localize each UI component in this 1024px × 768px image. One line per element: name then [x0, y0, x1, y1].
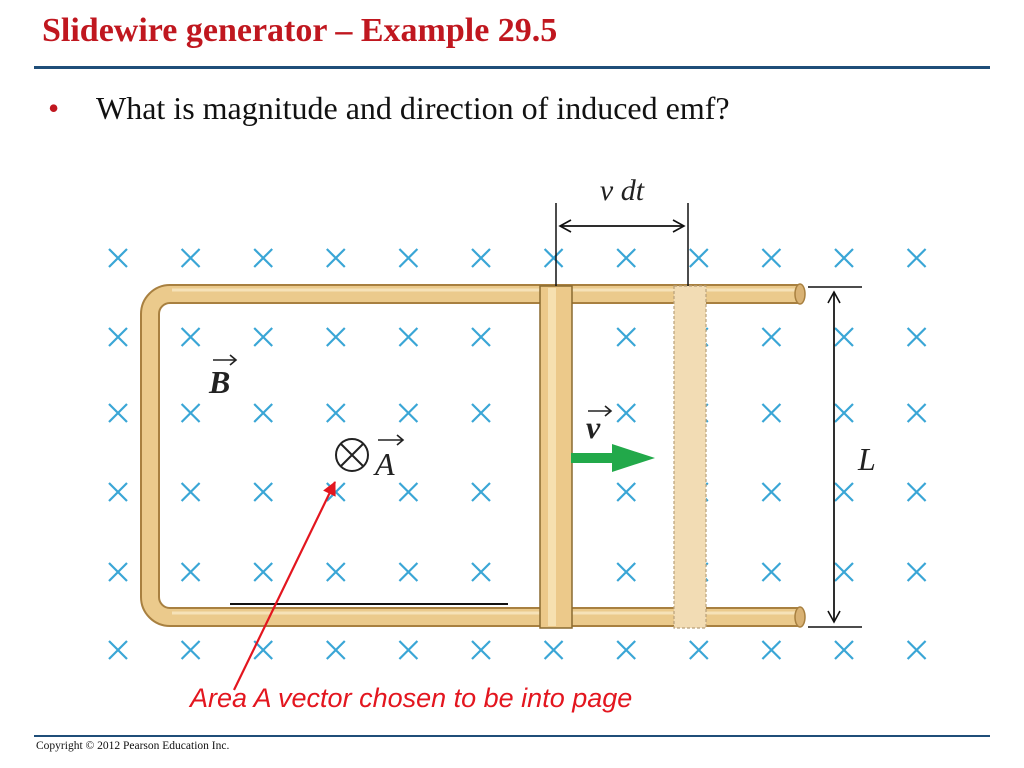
- field-cross-icon: [543, 248, 564, 268]
- velocity-arrow-icon: [612, 444, 655, 472]
- field-cross-icon: [543, 640, 564, 660]
- field-cross-icon: [616, 403, 636, 423]
- field-cross-icon: [253, 248, 273, 268]
- field-cross-icon: [689, 640, 709, 660]
- velocity-label: v: [586, 409, 601, 445]
- field-cross-icon: [108, 403, 128, 423]
- field-cross-icon: [471, 562, 491, 582]
- field-cross-icon: [906, 640, 927, 660]
- field-cross-icon: [906, 482, 927, 502]
- length-dimension: L: [808, 286, 876, 628]
- field-cross-icon: [471, 482, 491, 502]
- field-cross-icon: [906, 248, 927, 268]
- field-cross-icon: [398, 248, 419, 268]
- field-cross-icon: [398, 403, 419, 423]
- displacement-dimension: v dt: [555, 174, 689, 286]
- bullet-text: What is magnitude and direction of induc…: [96, 90, 730, 126]
- field-cross-icon: [253, 562, 273, 582]
- field-cross-icon: [906, 562, 927, 582]
- field-cross-icon: [761, 562, 782, 582]
- field-cross-icon: [108, 562, 128, 582]
- field-cross-icon: [761, 640, 782, 660]
- field-cross-icon: [761, 327, 782, 347]
- field-cross-icon: [689, 248, 709, 268]
- field-cross-icon: [108, 327, 128, 347]
- field-cross-icon: [180, 248, 201, 268]
- field-cross-icon: [108, 640, 128, 660]
- field-cross-icon: [180, 327, 201, 347]
- area-annotation-caption: Area A vector chosen to be into page: [190, 683, 633, 713]
- field-vector-label: B: [208, 354, 238, 400]
- field-cross-icon: [180, 482, 201, 502]
- field-cross-icon: [398, 482, 419, 502]
- field-cross-icon: [471, 327, 491, 347]
- area-label: A: [373, 446, 395, 482]
- field-cross-icon: [326, 248, 346, 268]
- field-cross-icon: [471, 248, 491, 268]
- field-cross-icon: [616, 327, 636, 347]
- sliding-rod: [539, 285, 573, 629]
- field-cross-icon: [616, 482, 636, 502]
- field-cross-icon: [471, 640, 491, 660]
- field-cross-icon: [326, 327, 346, 347]
- area-vector-symbol: A: [335, 434, 405, 482]
- title-divider: [34, 66, 990, 69]
- field-cross-icon: [398, 562, 419, 582]
- field-cross-icon: [834, 640, 854, 660]
- displacement-label: v dt: [600, 174, 645, 207]
- velocity-vector: v: [571, 405, 655, 472]
- field-cross-icon: [180, 640, 201, 660]
- field-cross-icon: [180, 403, 201, 423]
- field-cross-icon: [761, 482, 782, 502]
- field-cross-icon: [398, 327, 419, 347]
- field-label: B: [208, 364, 230, 400]
- field-cross-icon: [180, 562, 201, 582]
- field-cross-icon: [471, 403, 491, 423]
- field-cross-icon: [616, 562, 636, 582]
- field-cross-icon: [253, 403, 273, 423]
- field-cross-icon: [108, 248, 128, 268]
- field-cross-icon: [253, 482, 273, 502]
- field-cross-icon: [616, 248, 636, 268]
- field-cross-icon: [108, 482, 128, 502]
- bullet-icon: •: [48, 90, 60, 126]
- field-cross-icon: [834, 482, 854, 502]
- field-cross-icon: [906, 403, 927, 423]
- field-cross-icon: [761, 248, 782, 268]
- field-cross-icon: [906, 327, 927, 347]
- annotation-arrow: [233, 481, 336, 691]
- field-cross-icon: [398, 640, 419, 660]
- field-cross-icon: [834, 327, 854, 347]
- field-cross-icon: [834, 403, 854, 423]
- field-cross-icon: [326, 403, 346, 423]
- field-cross-icon: [834, 562, 854, 582]
- bullet-item: • What is magnitude and direction of indu…: [48, 90, 730, 127]
- slide-title: Slidewire generator – Example 29.5: [42, 12, 558, 49]
- field-cross-icon: [326, 562, 346, 582]
- sliding-rod-displaced: [673, 285, 707, 629]
- field-cross-icon: [761, 403, 782, 423]
- field-cross-icon: [326, 640, 346, 660]
- field-cross-icon: [616, 640, 636, 660]
- field-cross-icon: [253, 327, 273, 347]
- magnetic-field-cross-marks: [108, 248, 927, 660]
- into-page-icon: [335, 438, 369, 472]
- footer-divider: [34, 735, 990, 737]
- copyright-text: Copyright © 2012 Pearson Education Inc.: [36, 740, 230, 752]
- field-cross-icon: [834, 248, 854, 268]
- length-label: L: [857, 441, 876, 477]
